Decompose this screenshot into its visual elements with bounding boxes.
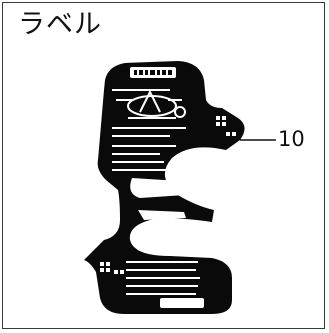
label-title-text	[134, 70, 172, 75]
label-slot-lower	[138, 210, 186, 220]
lever-illustration	[127, 89, 186, 119]
figure-title: ラベル	[18, 9, 102, 40]
label-slot-upper	[130, 178, 200, 198]
direction-arrow-head	[170, 229, 176, 239]
label-tab-upper-right	[216, 116, 236, 136]
label-tab-lower-left	[100, 262, 124, 274]
figure-frame	[2, 2, 325, 329]
label-bottom-box	[160, 298, 204, 308]
callout-number: 10	[278, 127, 305, 151]
